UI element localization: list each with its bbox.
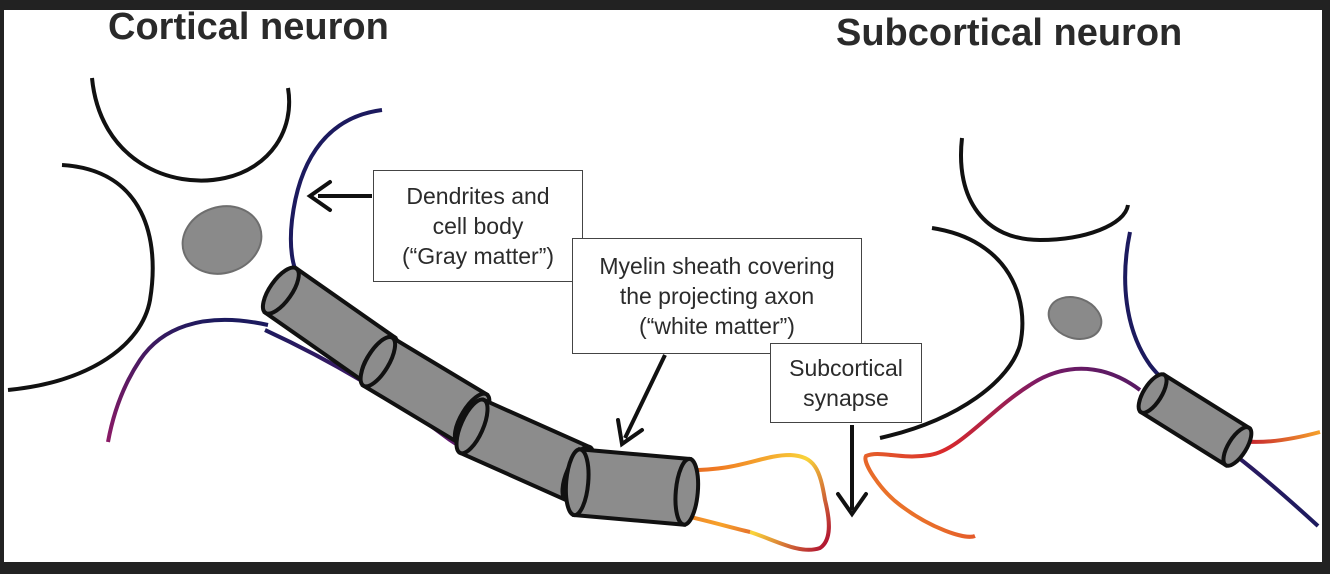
axon-out-lower (1233, 453, 1320, 528)
myelin-segment (1136, 372, 1254, 468)
arrow-to-dendrites (306, 180, 372, 212)
dendrite-lower-left (106, 317, 269, 443)
dendrite-left (7, 163, 155, 392)
dendrite-top-right (288, 108, 383, 292)
label-line: synapse (803, 385, 889, 411)
cortical-neuron (7, 77, 831, 552)
dendrite-left (879, 226, 1025, 440)
arrow-to-synapse (836, 425, 868, 518)
label-line: the projecting axon (619, 283, 815, 309)
label-line: Subcortical (789, 355, 903, 381)
label-subcortical-synapse: Subcortical synapse (770, 343, 922, 423)
title-cortical-neuron: Cortical neuron (108, 6, 389, 48)
subcortical-neuron (863, 137, 1321, 539)
nucleus (1047, 296, 1103, 340)
title-subcortical-neuron: Subcortical neuron (836, 12, 1183, 54)
dendrite-top-left (90, 77, 292, 183)
label-dendrites-cell-body: Dendrites and cell body (“Gray matter”) (373, 170, 583, 282)
label-line: Myelin sheath covering (599, 253, 835, 279)
dendrite-synaptic (863, 366, 1142, 539)
myelin-segment (563, 447, 701, 527)
label-line: (“white matter”) (639, 313, 795, 339)
nucleus (181, 205, 263, 275)
label-line: (“Gray matter”) (401, 243, 555, 269)
dendrite-top (959, 137, 1130, 243)
label-myelin-sheath: Myelin sheath covering the projecting ax… (572, 238, 862, 354)
dendrite-right (1123, 231, 1182, 397)
label-line: Dendrites and (406, 183, 550, 209)
arrow-to-myelin (616, 354, 667, 448)
label-line: cell body (432, 213, 524, 239)
